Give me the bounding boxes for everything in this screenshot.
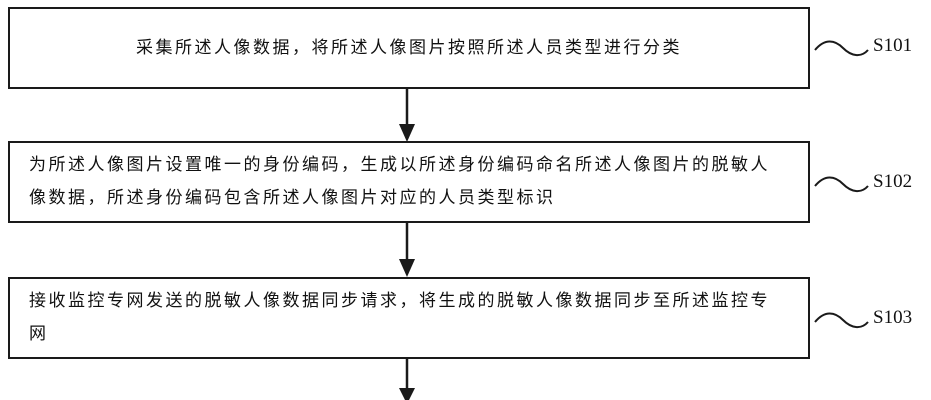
arrow-s102-to-s103: [399, 222, 415, 277]
step-label-s102: S102: [873, 171, 913, 192]
step-text-s103: 接收监控专网发送的脱敏人像数据同步请求，将生成的脱敏人像数据同步至所述监控专网: [29, 291, 770, 344]
leader-s103-icon: [814, 312, 869, 328]
step-label-s101: S101: [873, 35, 913, 56]
step-box-s101: 采集所述人像数据，将所述人像图片按照所述人员类型进行分类: [8, 7, 810, 89]
step-label-s103: S103: [873, 307, 913, 328]
arrow-s101-to-s102: [399, 88, 415, 142]
leader-s101-icon: [814, 40, 869, 56]
step-box-s103: 接收监控专网发送的脱敏人像数据同步请求，将生成的脱敏人像数据同步至所述监控专网: [8, 277, 810, 359]
step-text-s101: 采集所述人像数据，将所述人像图片按照所述人员类型进行分类: [136, 37, 682, 58]
arrow-s103-to-next: [399, 358, 415, 400]
step-text-s102: 为所述人像图片设置唯一的身份编码，生成以所述身份编码命名所述人像图片的脱敏人像数…: [29, 155, 770, 208]
step-box-s102: 为所述人像图片设置唯一的身份编码，生成以所述身份编码命名所述人像图片的脱敏人像数…: [8, 141, 810, 223]
leader-s102-icon: [814, 176, 869, 192]
